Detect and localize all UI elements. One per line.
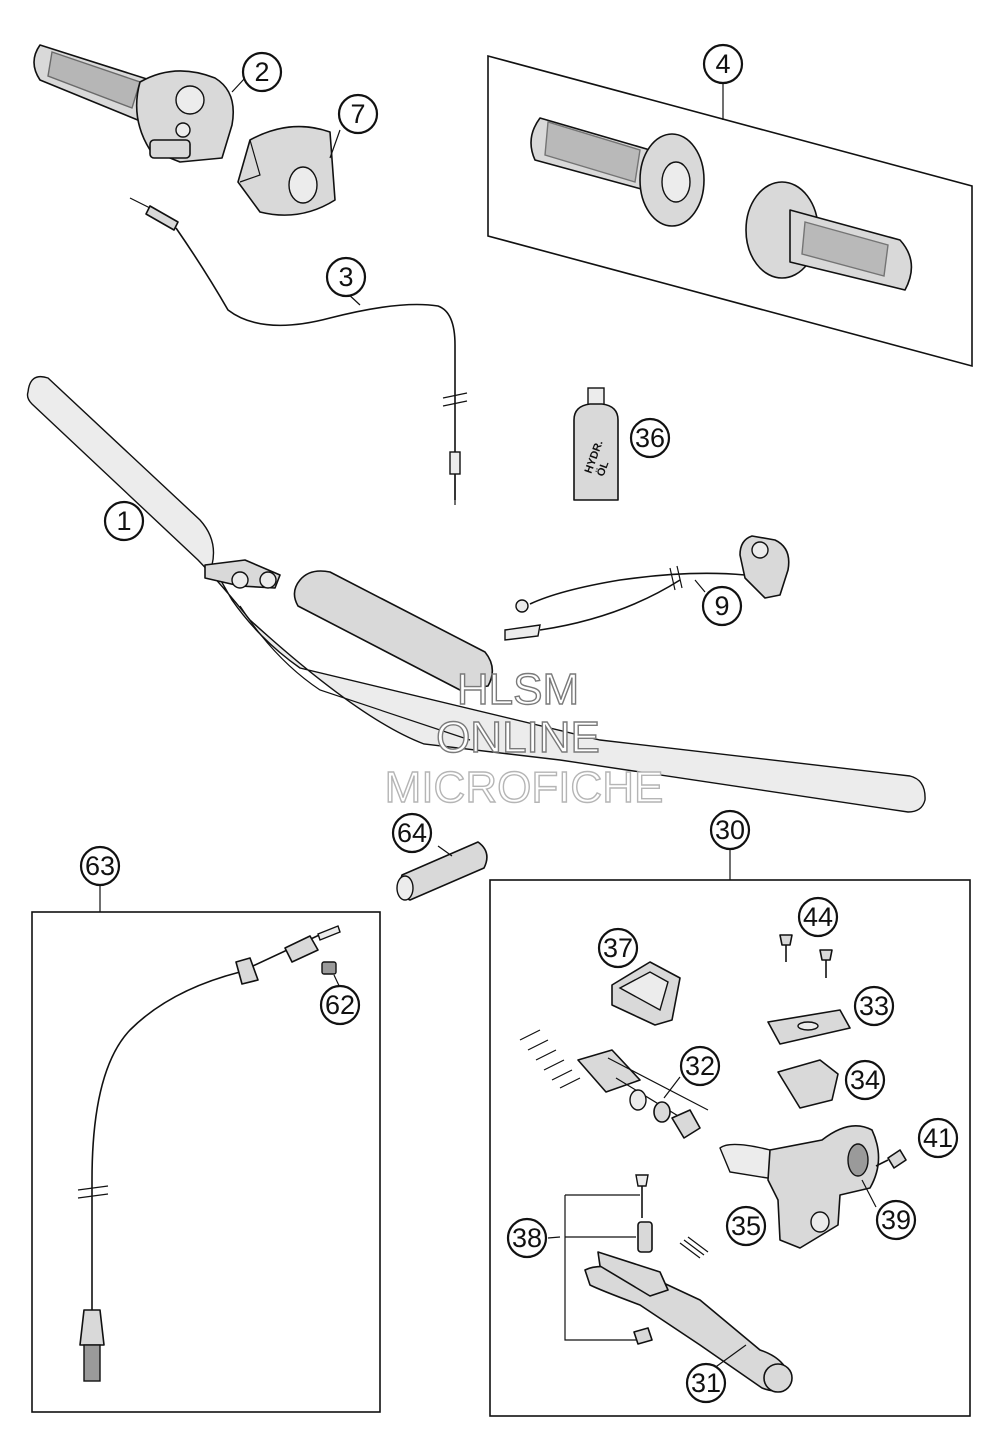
callout-64-label: 64 — [397, 818, 427, 848]
callout-31-label: 31 — [691, 1368, 721, 1398]
callout-33-label: 33 — [859, 991, 889, 1021]
callout-35: 35 — [725, 1205, 767, 1247]
callout-3-label: 3 — [338, 262, 353, 292]
callout-41-label: 41 — [923, 1123, 953, 1153]
callout-4: 4 — [702, 43, 744, 85]
callout-4-label: 4 — [715, 49, 730, 79]
callout-34: 34 — [844, 1059, 886, 1101]
callout-44: 44 — [797, 896, 839, 938]
callout-1-label: 1 — [116, 506, 131, 536]
callout-2: 2 — [241, 51, 283, 93]
callout-36-label: 36 — [635, 423, 665, 453]
callout-39: 39 — [875, 1199, 917, 1241]
callout-35-label: 35 — [731, 1211, 761, 1241]
throttle-grip-assembly — [33, 44, 234, 163]
callout-63-label: 63 — [85, 851, 115, 881]
callout-1: 1 — [103, 500, 145, 542]
throttle-cover — [237, 125, 336, 216]
hydraulic-oil-bottle: HYDR. ÖL — [573, 387, 619, 501]
clutch-master-cylinder-group — [489, 850, 971, 1417]
callout-38-label: 38 — [512, 1223, 542, 1253]
callout-37-label: 37 — [603, 933, 633, 963]
callout-7: 7 — [337, 93, 379, 135]
callout-62-label: 62 — [325, 990, 355, 1020]
watermark-line-3: MICROFICHE — [385, 763, 664, 812]
clutch-cable-group — [31, 884, 381, 1413]
callout-64: 64 — [391, 812, 433, 854]
callout-32: 32 — [679, 1045, 721, 1087]
callout-9: 9 — [701, 585, 743, 627]
callout-38: 38 — [506, 1217, 548, 1259]
callout-2-label: 2 — [254, 57, 269, 87]
callout-36: 36 — [629, 417, 671, 459]
callout-41: 41 — [917, 1117, 959, 1159]
callout-62: 62 — [319, 984, 361, 1026]
callout-39-label: 39 — [881, 1205, 911, 1235]
callout-34-label: 34 — [850, 1065, 880, 1095]
callout-7-label: 7 — [350, 99, 365, 129]
watermark: HLSM ONLINE MICROFICHE — [384, 664, 664, 812]
cable-protector — [396, 841, 488, 901]
callout-3: 3 — [325, 256, 367, 298]
throttle-cable — [129, 197, 468, 505]
grip-set-group — [487, 54, 973, 368]
callout-30: 30 — [709, 809, 751, 851]
callout-33: 33 — [853, 985, 895, 1027]
callout-31: 31 — [685, 1362, 727, 1404]
callouts: 1 2 3 4 7 9 30 31 32 33 34 35 36 37 38 3… — [79, 43, 959, 1404]
watermark-line-1: HLSM — [457, 665, 579, 714]
handlebar — [26, 375, 926, 813]
callout-63: 63 — [79, 845, 121, 887]
callout-37: 37 — [597, 927, 639, 969]
oil-label-line-2: ÖL — [594, 459, 612, 478]
callout-30-label: 30 — [715, 815, 745, 845]
callout-9-label: 9 — [714, 591, 729, 621]
callout-32-label: 32 — [685, 1051, 715, 1081]
callout-44-label: 44 — [803, 902, 833, 932]
kill-switch — [504, 535, 790, 641]
watermark-line-2: ONLINE — [436, 713, 600, 762]
